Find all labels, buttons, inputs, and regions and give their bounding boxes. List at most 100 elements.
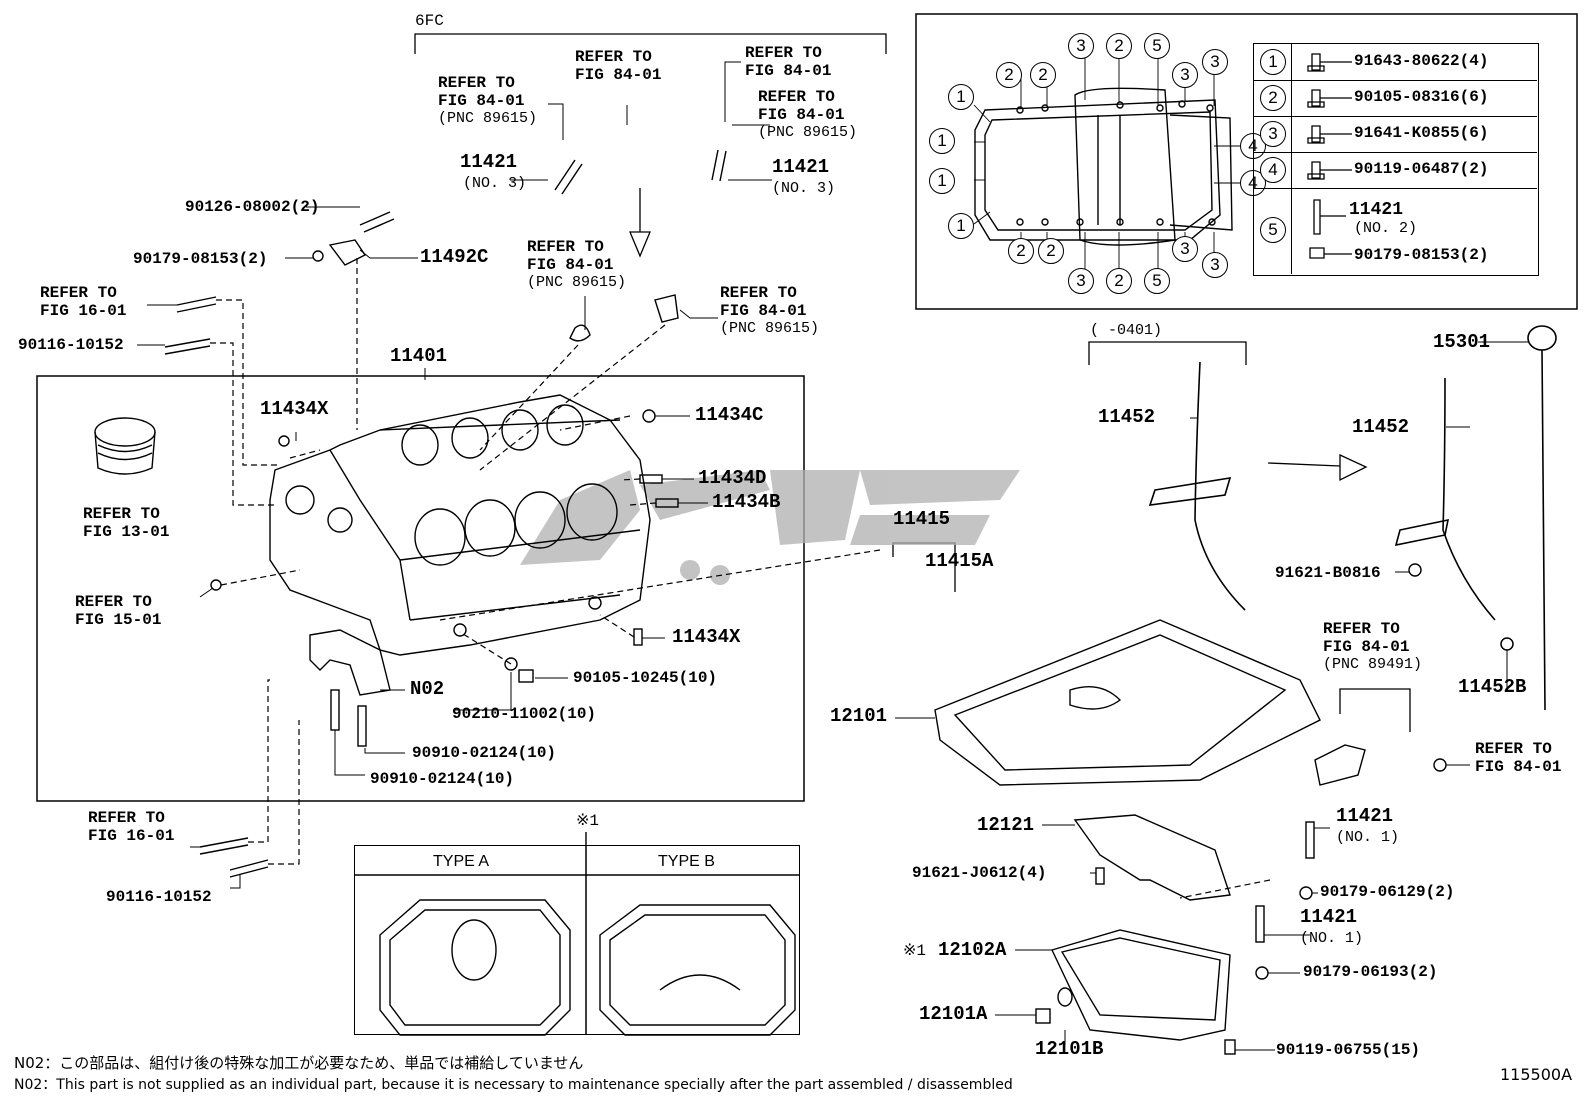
dipstick xyxy=(1527,325,1557,711)
part-11492c[interactable]: 11492C xyxy=(420,246,489,268)
inset-callout-5a[interactable]: 5 xyxy=(1144,33,1170,59)
part-90179-08153[interactable]: 90179-08153(2) xyxy=(133,250,268,268)
part-11421-no1-a[interactable]: 11421 xyxy=(1336,805,1394,827)
label-6fc: 6FC xyxy=(415,12,444,30)
legend-part-5b[interactable]: 90179-08153(2) xyxy=(1354,246,1489,264)
part-n02[interactable]: N02 xyxy=(410,678,445,700)
oil-pan-lower xyxy=(1051,929,1231,1041)
part-11452-a[interactable]: 11452 xyxy=(1098,406,1156,428)
inset-callout-1b[interactable]: 1 xyxy=(929,128,955,154)
part-12101a[interactable]: 12101A xyxy=(919,1003,988,1025)
part-90105-10245[interactable]: 90105-10245(10) xyxy=(573,669,718,687)
dipstick-guide-left xyxy=(1148,361,1246,611)
sensor-bracket xyxy=(1314,744,1366,786)
inset-callout-5b[interactable]: 5 xyxy=(1144,268,1170,294)
part-11421-no1-b[interactable]: 11421 xyxy=(1300,906,1358,928)
bearing-cap xyxy=(309,629,391,696)
legend-bolt-icons xyxy=(1307,53,1352,259)
part-12121[interactable]: 12121 xyxy=(977,814,1035,836)
part-91621-j0612[interactable]: 91621-J0612(4) xyxy=(912,864,1047,882)
legend-note-5: (NO. 2) xyxy=(1354,220,1418,237)
range-label: ( -0401) xyxy=(1090,322,1163,339)
part-11415a[interactable]: 11415A xyxy=(925,550,994,572)
mark-12102a: ※1 xyxy=(903,942,927,960)
inset-callout-3a[interactable]: 3 xyxy=(1068,33,1094,59)
part-11434x-a[interactable]: 11434X xyxy=(260,398,329,420)
inset-callout-3e[interactable]: 3 xyxy=(1172,236,1198,262)
part-11434d[interactable]: 11434D xyxy=(698,467,767,489)
part-90119-06755[interactable]: 90119-06755(15) xyxy=(1276,1041,1421,1059)
legend-num-5: 5 xyxy=(1260,217,1286,243)
inset-callout-1d[interactable]: 1 xyxy=(948,213,974,239)
inset-callout-2f[interactable]: 2 xyxy=(1106,268,1132,294)
part-11401[interactable]: 11401 xyxy=(390,345,448,367)
part-90116-10152-b[interactable]: 90116-10152 xyxy=(106,888,212,906)
part-90179-06193[interactable]: 90179-06193(2) xyxy=(1303,963,1438,981)
legend-part-3[interactable]: 91641-K0855(6) xyxy=(1354,124,1489,142)
inset-callout-3b[interactable]: 3 xyxy=(1172,62,1198,88)
range-bracket xyxy=(1088,341,1247,365)
inset-callout-2e[interactable]: 2 xyxy=(1038,238,1064,264)
part-11452-b[interactable]: 11452 xyxy=(1352,416,1410,438)
part-90210-11002[interactable]: 90210-11002(10) xyxy=(452,705,597,723)
part-11434c[interactable]: 11434C xyxy=(695,404,764,426)
legend-part-2[interactable]: 90105-08316(6) xyxy=(1354,88,1489,106)
inset-callout-2c[interactable]: 2 xyxy=(1106,33,1132,59)
legend-num-4: 4 xyxy=(1260,157,1286,183)
part-11415[interactable]: 11415 xyxy=(893,508,951,530)
inset-callout-2d[interactable]: 2 xyxy=(1008,238,1034,264)
legend-part-1[interactable]: 91643-80622(4) xyxy=(1354,52,1489,70)
inset-callout-1a[interactable]: 1 xyxy=(948,84,974,110)
part-90116-10152-a[interactable]: 90116-10152 xyxy=(18,336,124,354)
type-b-header: TYPE B xyxy=(658,853,715,870)
cylinder-block xyxy=(269,394,651,656)
inset-callout-3d[interactable]: 3 xyxy=(1068,268,1094,294)
part-90910-02124-a[interactable]: 90910-02124(10) xyxy=(412,744,557,762)
inset-callout-2a[interactable]: 2 xyxy=(996,62,1022,88)
drain-plug xyxy=(1035,987,1073,1024)
part-11452b[interactable]: 11452B xyxy=(1458,676,1527,698)
legend-part-5a[interactable]: 11421 xyxy=(1349,200,1404,220)
part-11421-no3-left[interactable]: 11421 xyxy=(460,151,518,173)
inset-callout-3c[interactable]: 3 xyxy=(1202,49,1228,75)
part-11421-no3-right[interactable]: 11421 xyxy=(772,156,830,178)
note-no3-left: (NO. 3) xyxy=(463,175,527,192)
inset-callout-2b[interactable]: 2 xyxy=(1030,62,1056,88)
inset-callout-1c[interactable]: 1 xyxy=(929,168,955,194)
part-12101b[interactable]: 12101B xyxy=(1035,1038,1104,1060)
legend-num-2: 2 xyxy=(1260,85,1286,111)
type-a-header: TYPE A xyxy=(433,853,490,870)
inset-callout-3f[interactable]: 3 xyxy=(1202,252,1228,278)
note-no1-b: (NO. 1) xyxy=(1300,930,1364,947)
part-90126-08002[interactable]: 90126-08002(2) xyxy=(185,198,320,216)
part-90910-02124-b[interactable]: 90910-02124(10) xyxy=(370,770,515,788)
note-jp: N02：この部品は、組付け後の特殊な加工が必要なため、単品では補給していません xyxy=(14,1054,584,1072)
legend-num-3: 3 xyxy=(1260,121,1286,147)
part-11434b[interactable]: 11434B xyxy=(712,491,781,513)
mark-type: ※1 xyxy=(576,812,600,830)
note-no1-a: (NO. 1) xyxy=(1336,829,1400,846)
part-91621-b0816[interactable]: 91621-B0816 xyxy=(1275,564,1381,582)
part-11434x-b[interactable]: 11434X xyxy=(672,626,741,648)
legend-part-4[interactable]: 90119-06487(2) xyxy=(1354,160,1489,178)
dipstick-guide-right xyxy=(1394,377,1496,621)
part-12101[interactable]: 12101 xyxy=(830,705,888,727)
part-90179-06129[interactable]: 90179-06129(2) xyxy=(1320,883,1455,901)
right-arrow xyxy=(1267,453,1368,482)
part-12102a[interactable]: 12102A xyxy=(938,939,1007,961)
part-15301[interactable]: 15301 xyxy=(1433,331,1491,353)
